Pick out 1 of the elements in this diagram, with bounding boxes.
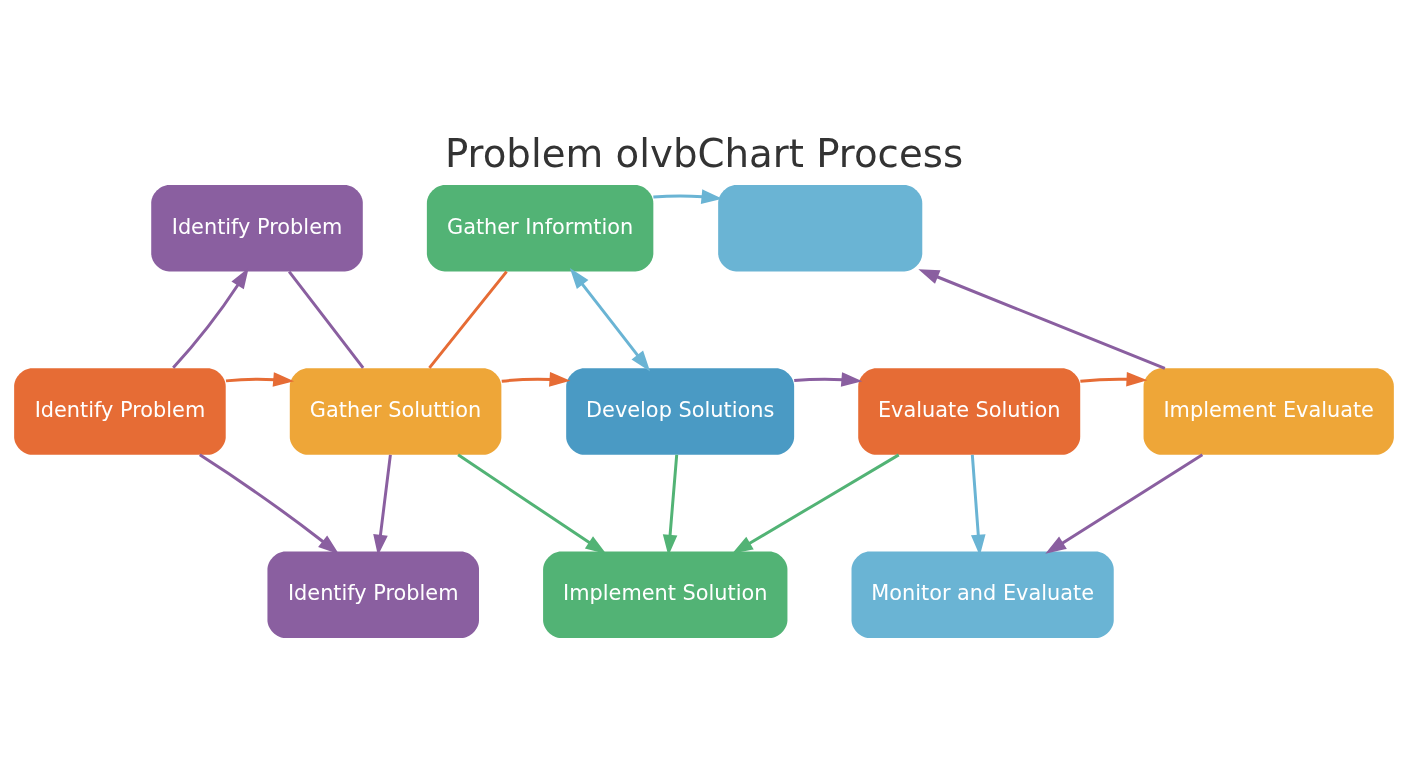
diagram-title: Problem olvbChart Process	[444, 130, 964, 176]
